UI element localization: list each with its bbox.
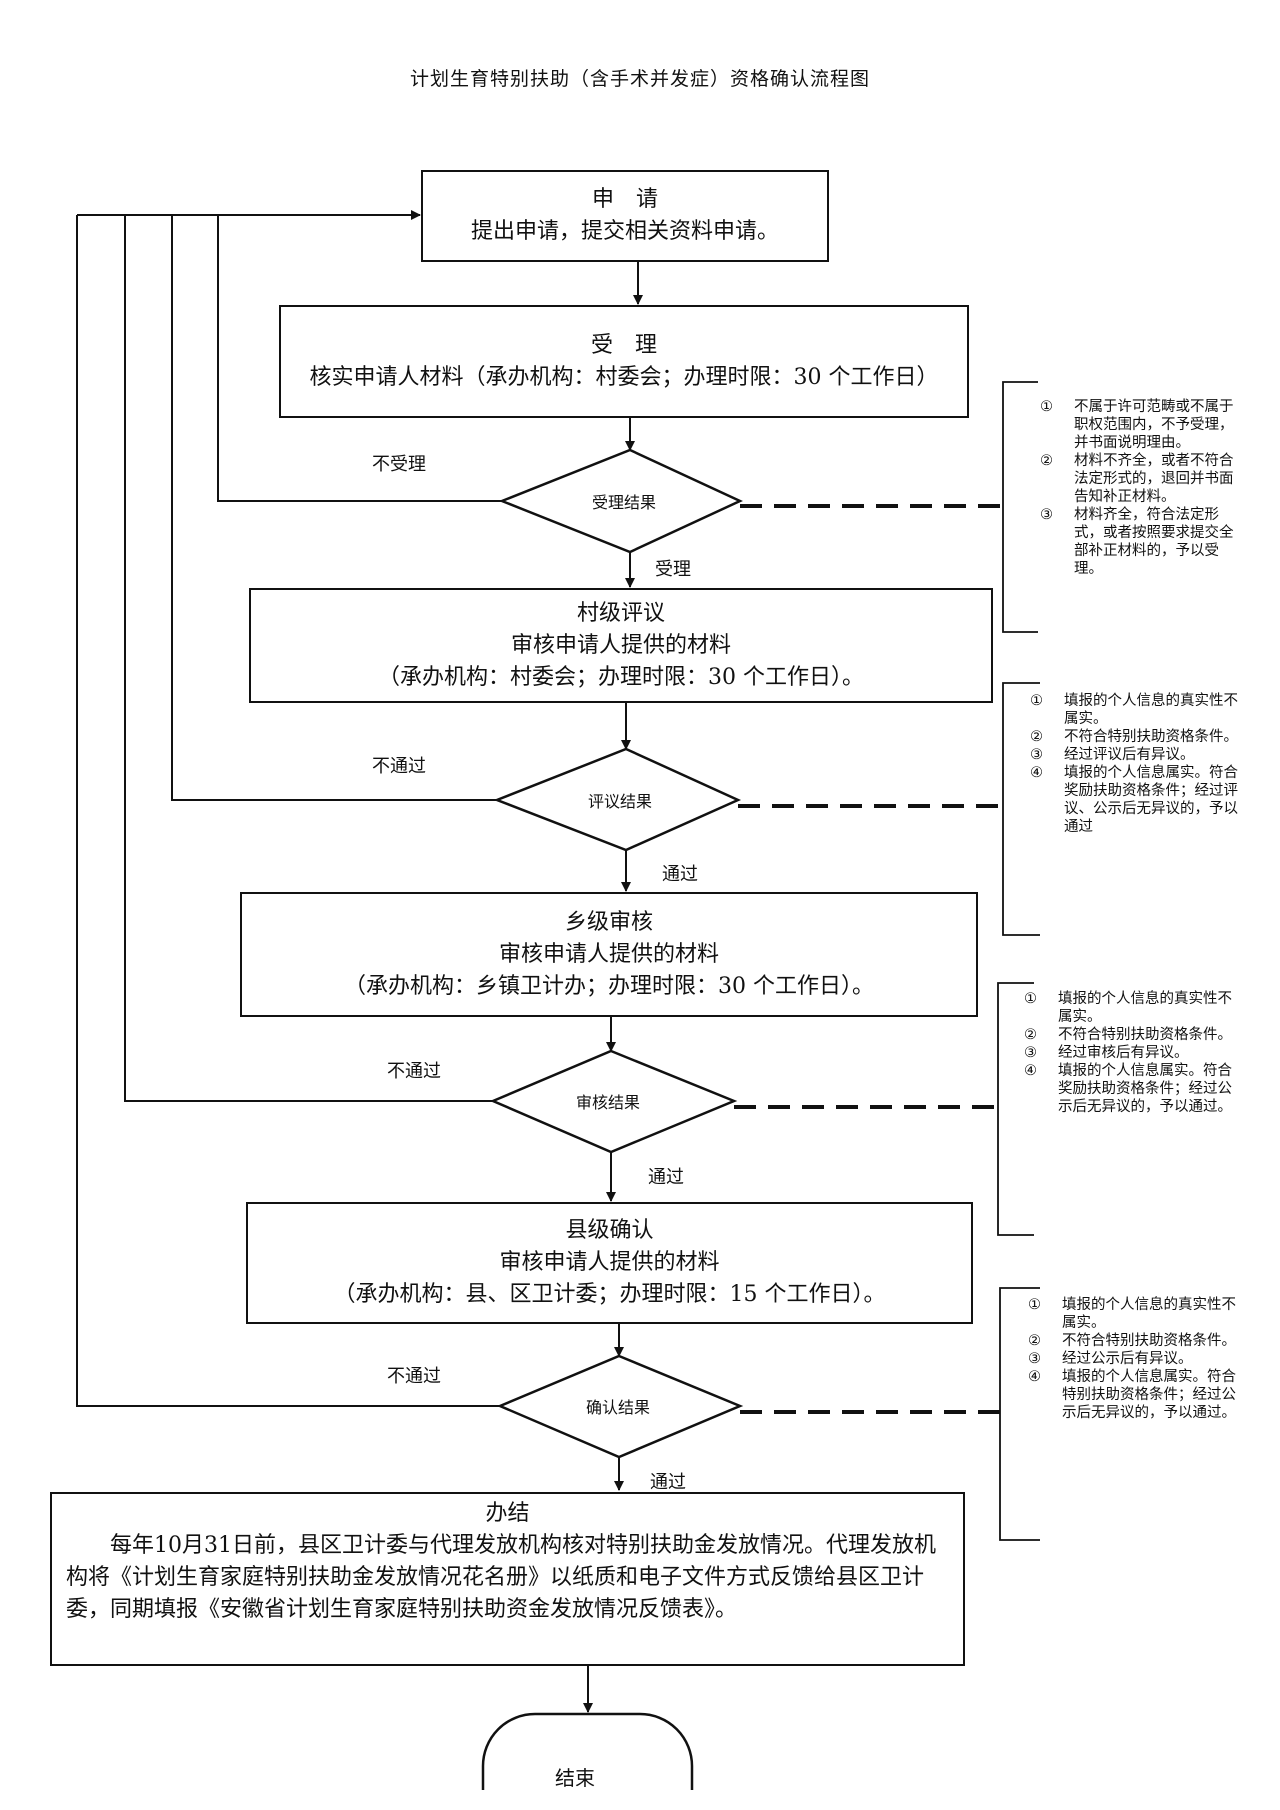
note-text: 经过审核后有异议。: [1058, 1045, 1189, 1061]
decision-review-result: [493, 747, 742, 852]
note-num: ③: [1024, 1045, 1037, 1061]
edge-label-pass-review: 通过: [662, 864, 698, 885]
county-heading: 县级确认: [565, 1218, 654, 1243]
note-item: ③ 材料齐全，符合法定形式，或者按照要求提交全部补正材料的，予以受理。: [1040, 506, 1240, 578]
apply-heading: 申 请: [591, 187, 658, 212]
edge-label-fail-confirm: 不通过: [387, 1366, 441, 1387]
note-num: ①: [1040, 399, 1053, 415]
note-num: ①: [1024, 991, 1037, 1007]
note-text: 不符合特别扶助资格条件。: [1058, 1027, 1232, 1043]
note-num: ①: [1030, 693, 1043, 709]
note-text: 填报的个人信息的真实性不属实。: [1062, 1297, 1236, 1331]
note-text: 经过评议后有异议。: [1064, 747, 1195, 763]
note-text: 填报的个人信息属实。符合奖励扶助资格条件；经过评议、公示后无异议的，予以通过: [1064, 765, 1238, 835]
note-item: ④ 填报的个人信息属实。符合奖励扶助资格条件；经过公示后无异议的，予以通过。: [1024, 1062, 1236, 1116]
edge-label-pass-audit: 通过: [648, 1167, 684, 1188]
apply-box: 申 请 提出申请，提交相关资料申请。: [421, 170, 829, 262]
note-item: ① 填报的个人信息的真实性不属实。: [1028, 1296, 1238, 1332]
note-text: 不属于许可范畴或不属于职权范围内，不予受理，并书面说明理由。: [1074, 399, 1234, 451]
note-item: ④ 填报的个人信息属实。符合特别扶助资格条件；经过公示后无异议的，予以通过。: [1028, 1368, 1238, 1422]
note-num: ③: [1040, 507, 1053, 523]
note-item: ① 填报的个人信息的真实性不属实。: [1024, 990, 1236, 1026]
final-box: 办结 每年10月31日前，县区卫计委与代理发放机构核对特别扶助金发放情况。代理发…: [50, 1492, 965, 1666]
note-num: ②: [1028, 1333, 1041, 1349]
note-num: ①: [1028, 1297, 1041, 1313]
end-terminator: [481, 1712, 694, 1790]
decision-audit-label: 审核结果: [575, 1093, 641, 1112]
bracket-confirm-note: [999, 1287, 1040, 1541]
note-text: 填报的个人信息的真实性不属实。: [1058, 991, 1232, 1025]
note-item: ② 不符合特别扶助资格条件。: [1024, 1026, 1236, 1044]
village-line1: 审核申请人提供的材料: [510, 632, 731, 658]
edge-label-pass-confirm: 通过: [650, 1472, 686, 1493]
note-item: ① 填报的个人信息的真实性不属实。: [1030, 692, 1238, 728]
note-review: ① 填报的个人信息的真实性不属实。 ② 不符合特别扶助资格条件。 ③ 经过评议后有异议…: [1030, 692, 1238, 836]
note-item: ② 材料不齐全，或者不符合法定形式的，退回并书面告知补正材料。: [1040, 452, 1240, 506]
edge-label-fail-review: 不通过: [372, 756, 426, 777]
page-title: 计划生育特别扶助（含手术并发症）资格确认流程图: [409, 68, 870, 90]
decision-confirm-label: 确认结果: [585, 1398, 651, 1417]
county-box: 县级确认 审核申请人提供的材料 （承办机构：县、区卫计委；办理时限：15 个工作…: [246, 1202, 973, 1324]
note-item: ② 不符合特别扶助资格条件。: [1030, 728, 1238, 746]
bracket-audit-note: [997, 982, 1034, 1236]
note-num: ④: [1030, 765, 1043, 781]
note-num: ④: [1028, 1369, 1041, 1385]
decision-accept-result: [498, 448, 743, 554]
accept-heading: 受 理: [590, 332, 657, 358]
village-box: 村级评议 审核申请人提供的材料 （承办机构：村委会；办理时限：30 个工作日）。: [249, 588, 993, 703]
county-line2: （承办机构：县、区卫计委；办理时限：15 个工作日）。: [333, 1282, 886, 1307]
county-line1: 审核申请人提供的材料: [499, 1250, 720, 1275]
note-num: ②: [1030, 729, 1043, 745]
village-line2: （承办机构：村委会；办理时限：30 个工作日）。: [378, 664, 864, 690]
note-text: 材料不齐全，或者不符合法定形式的，退回并书面告知补正材料。: [1074, 453, 1234, 505]
note-text: 填报的个人信息属实。符合特别扶助资格条件；经过公示后无异议的，予以通过。: [1062, 1369, 1236, 1421]
note-audit: ① 填报的个人信息的真实性不属实。 ② 不符合特别扶助资格条件。 ③ 经过审核后有异议…: [1024, 990, 1236, 1116]
decision-review-label: 评议结果: [587, 792, 653, 811]
note-text: 经过公示后有异议。: [1062, 1351, 1193, 1367]
note-text: 填报的个人信息属实。符合奖励扶助资格条件；经过公示后无异议的，予以通过。: [1058, 1063, 1232, 1115]
accept-box: 受 理 核实申请人材料（承办机构：村委会；办理时限：30 个工作日）: [279, 305, 969, 418]
edge-label-accepted: 受理: [655, 559, 691, 580]
note-num: ②: [1040, 453, 1053, 469]
apply-text: 提出申请，提交相关资料申请。: [470, 219, 779, 244]
note-item: ③ 经过审核后有异议。: [1024, 1044, 1236, 1062]
note-text: 不符合特别扶助资格条件。: [1062, 1333, 1236, 1349]
note-text: 填报的个人信息的真实性不属实。: [1064, 693, 1238, 727]
loop-not-accepted: [217, 215, 502, 502]
note-item: ③ 经过评议后有异议。: [1030, 746, 1238, 764]
loop-fail-confirm: [76, 215, 500, 1407]
note-num: ③: [1028, 1351, 1041, 1367]
final-heading: 办结: [485, 1501, 530, 1526]
note-num: ②: [1024, 1027, 1037, 1043]
note-num: ④: [1024, 1063, 1037, 1079]
note-item: ① 不属于许可范畴或不属于职权范围内，不予受理，并书面说明理由。: [1040, 398, 1240, 452]
note-accept: ① 不属于许可范畴或不属于职权范围内，不予受理，并书面说明理由。 ② 材料不齐全，或…: [1040, 398, 1240, 578]
township-line1: 审核申请人提供的材料: [498, 941, 719, 967]
edge-label-fail-audit: 不通过: [387, 1061, 441, 1082]
final-text: 每年10月31日前，县区卫计委与代理发放机构核对特别扶助金发放情况。代理发放机构…: [66, 1533, 936, 1622]
edge-label-not-accepted: 不受理: [372, 454, 426, 475]
note-item: ② 不符合特别扶助资格条件。: [1028, 1332, 1238, 1350]
bracket-review-note: [1002, 682, 1040, 936]
township-line2: （承办机构：乡镇卫计办；办理时限：30 个工作日）。: [344, 973, 874, 999]
village-heading: 村级评议: [576, 600, 665, 626]
township-heading: 乡级审核: [564, 909, 653, 935]
decision-confirm-result: [496, 1354, 744, 1459]
end-label: 结束: [555, 1766, 595, 1790]
bracket-accept-note: [1002, 381, 1038, 633]
loop-fail-review: [171, 215, 497, 801]
note-text: 材料齐全，符合法定形式，或者按照要求提交全部补正材料的，予以受理。: [1074, 507, 1234, 577]
note-text: 不符合特别扶助资格条件。: [1064, 729, 1238, 745]
decision-audit-result: [489, 1049, 738, 1154]
note-item: ③ 经过公示后有异议。: [1028, 1350, 1238, 1368]
township-box: 乡级审核 审核申请人提供的材料 （承办机构：乡镇卫计办；办理时限：30 个工作日…: [240, 892, 978, 1017]
note-item: ④ 填报的个人信息属实。符合奖励扶助资格条件；经过评议、公示后无异议的，予以通过: [1030, 764, 1238, 836]
accept-text: 核实申请人材料（承办机构：村委会；办理时限：30 个工作日）: [309, 364, 939, 390]
note-num: ③: [1030, 747, 1043, 763]
loop-fail-audit: [124, 215, 493, 1102]
note-confirm: ① 填报的个人信息的真实性不属实。 ② 不符合特别扶助资格条件。 ③ 经过公示后有异议…: [1028, 1296, 1238, 1422]
decision-accept-label: 受理结果: [591, 493, 657, 512]
